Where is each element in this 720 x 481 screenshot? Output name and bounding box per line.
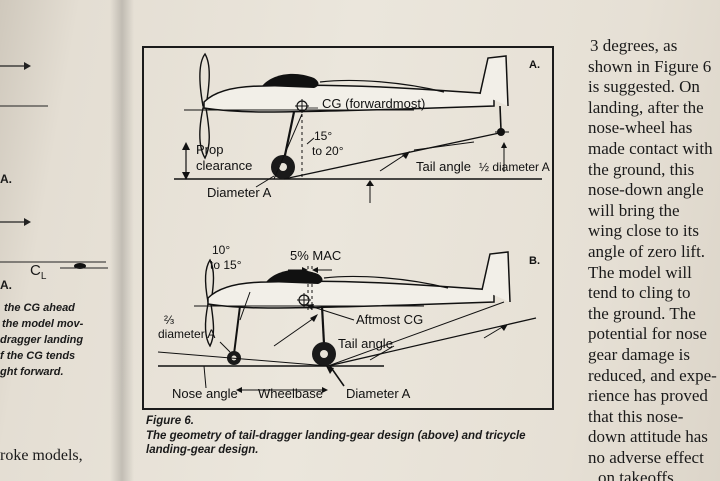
cl-label-sub: L: [40, 271, 47, 282]
tail-angle-label-a: Tail angle: [416, 159, 471, 174]
left-fragment-a1: A.: [0, 172, 12, 186]
text-line: nose-down angle: [588, 180, 704, 200]
cg-forwardmost-label: CG (forwardmost): [322, 96, 425, 111]
panel-b-diagram: [157, 251, 537, 393]
angle-15-label: 15°: [314, 129, 332, 143]
text-line: potential for nose: [588, 324, 707, 344]
right-column-text: 3 degrees, as shown in Figure 6 is sugge…: [588, 36, 720, 481]
text-line: reduced, and expe-: [588, 365, 717, 385]
text-line: 3 degrees, as: [590, 36, 678, 55]
text-line: gear damage is: [588, 344, 690, 364]
angle-10-label: 10°: [212, 243, 230, 257]
text-line: the ground. The: [588, 303, 696, 323]
text-line: made contact with: [588, 138, 713, 158]
text-line: angle of zero lift.: [588, 241, 706, 261]
text-line: rience has proved: [588, 386, 708, 406]
text-line: that this nose-: [588, 406, 684, 426]
panel-a-label: A.: [529, 59, 540, 71]
prop-label: Prop: [196, 142, 223, 157]
figure-caption-text: The geometry of tail-dragger landing-gea…: [146, 430, 526, 456]
text-line: nose-wheel has: [588, 118, 693, 138]
wheelbase-label: Wheelbase: [258, 386, 323, 401]
text-line: tend to cling to: [588, 283, 691, 303]
diameter-a-small-label: diameter A: [158, 327, 215, 341]
figure-6-frame: A. CG (forwardmost) 15° to 20° Prop clea…: [142, 46, 554, 410]
cl-label: CL: [30, 262, 46, 282]
left-diagram-fragment: [0, 62, 108, 269]
text-line: will bring the: [588, 200, 680, 220]
panel-b-label: B.: [529, 255, 540, 267]
text-line: The model will: [588, 262, 692, 282]
diameter-a-label-a: Diameter A: [207, 185, 272, 200]
left-caption-line: ght forward.: [0, 366, 64, 378]
figure-caption-title: Figure 6.: [146, 415, 194, 427]
left-caption-line: f the CG tends: [0, 350, 76, 362]
cl-label-c: C: [30, 262, 41, 279]
text-line: on takeoffs.: [598, 468, 678, 481]
text-line: is suggested. On: [588, 77, 700, 97]
angle-to-20-label: to 20°: [312, 144, 344, 158]
left-body-line: roke models,: [0, 447, 83, 464]
aftmost-cg-label: Aftmost CG: [356, 312, 423, 327]
left-column: A. A. CL the CG ahead the model mov- dra…: [0, 0, 110, 481]
mac-label: 5% MAC: [290, 248, 341, 263]
figure-caption: Figure 6. The geometry of tail-dragger l…: [146, 414, 566, 457]
angle-to-15-label: to 15°: [210, 258, 242, 272]
left-caption-line: the model mov-: [2, 318, 84, 330]
panel-a-diagram: [174, 52, 542, 203]
text-line: the ground, this: [588, 159, 695, 179]
two-thirds-label: ⅔: [164, 313, 174, 327]
nose-angle-label: Nose angle: [172, 386, 238, 401]
clearance-label: clearance: [196, 158, 252, 173]
page-gutter: [110, 0, 134, 481]
left-caption-line: dragger landing: [0, 334, 84, 346]
text-line: down attitude has: [588, 427, 708, 447]
left-caption: the CG ahead the model mov- dragger land…: [0, 300, 106, 380]
left-fragment-a2: A.: [0, 278, 12, 292]
diameter-a-label-b: Diameter A: [346, 386, 411, 401]
left-caption-line: the CG ahead: [4, 302, 75, 314]
half-diameter-label: ½ diameter A: [479, 160, 550, 174]
landing-gear-diagram: A. CG (forwardmost) 15° to 20° Prop clea…: [157, 52, 550, 401]
text-line: no adverse effect: [588, 447, 704, 467]
text-line: landing, after the: [588, 97, 704, 117]
tail-angle-label-b: Tail angle: [338, 336, 393, 351]
text-line: wing close to its: [588, 221, 699, 241]
text-line: shown in Figure 6: [588, 56, 712, 76]
